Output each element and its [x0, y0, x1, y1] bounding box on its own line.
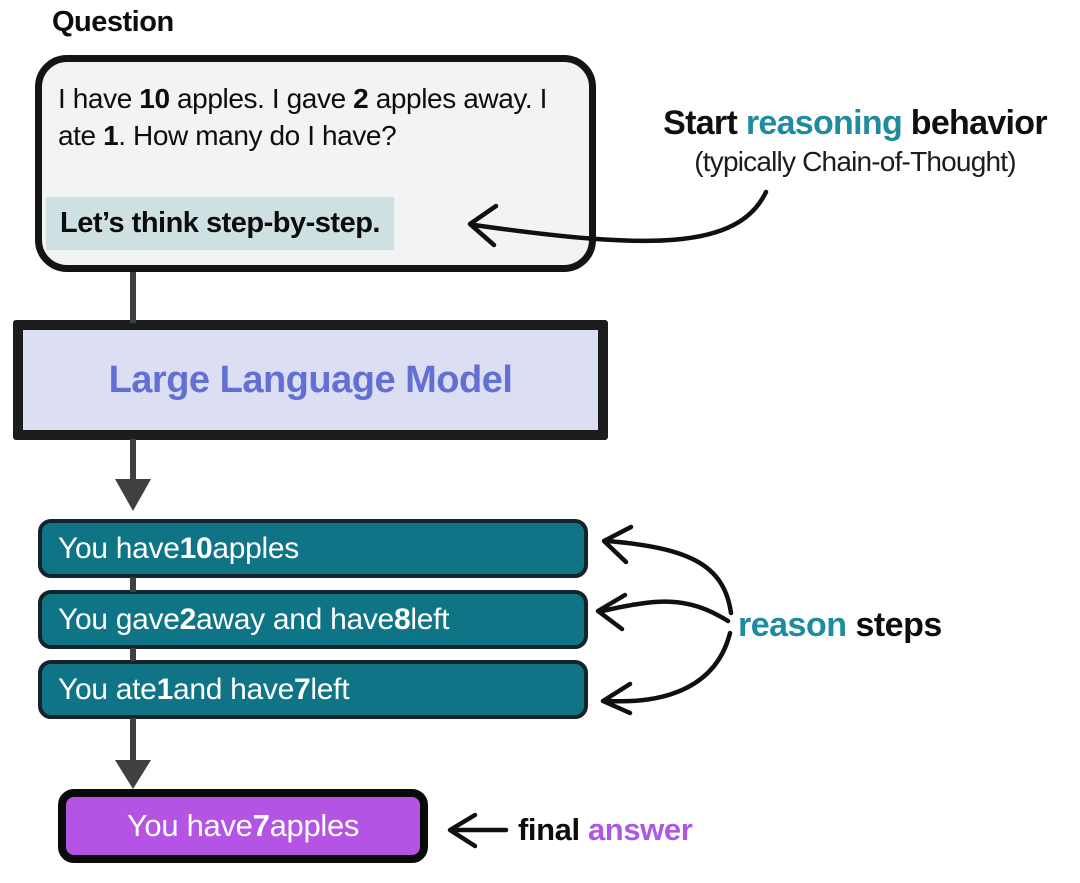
text-segment: left — [410, 602, 450, 636]
reason-step-box-2: You gave 2 away and have 8 left — [38, 590, 588, 649]
emphasized-number: 1 — [156, 672, 174, 706]
final-word: final — [518, 812, 588, 847]
reason-steps-suffix: steps — [846, 606, 942, 644]
question-prompt-text: I have 10 apples. I gave 2 apples away. … — [58, 80, 578, 154]
emphasized-number: 7 — [252, 808, 270, 843]
question-label: Question — [52, 6, 174, 38]
fan-arrowhead-step2 — [595, 592, 628, 632]
text-segment: left — [310, 672, 350, 706]
fan-arrow-to-step1 — [605, 538, 734, 616]
llm-label: Large Language Model — [108, 358, 513, 401]
start-reasoning-title: Start reasoning behavior — [620, 104, 1080, 143]
emphasized-number: 10 — [179, 531, 213, 565]
arrowhead-step3-to-answer — [115, 760, 151, 789]
arrowhead-llm-to-step1 — [115, 479, 151, 511]
text-segment: . How many do I have? — [118, 120, 397, 151]
emphasized-number: 1 — [103, 120, 119, 151]
start-reasoning-annotation: Start reasoning behavior (typically Chai… — [620, 104, 1080, 178]
start-reasoning-prefix: Start — [663, 104, 746, 142]
emphasized-number: 8 — [393, 602, 411, 636]
text-segment: away and have — [196, 602, 394, 636]
text-segment: You have — [58, 531, 180, 565]
final-answer-arrow — [447, 812, 509, 849]
text-segment: I have — [58, 83, 140, 114]
final-answer-label: final answer — [518, 812, 693, 848]
text-segment: apples away. I ate — [58, 83, 548, 151]
text-segment: apples. I gave — [169, 83, 354, 114]
final-answer-box: You have 7 apples — [58, 789, 428, 863]
fan-arrow-to-step3 — [605, 630, 733, 704]
reason-step-box-3: You ate 1 and have 7 left — [38, 660, 588, 719]
emphasized-number: 7 — [294, 672, 311, 706]
text-segment: You gave — [58, 602, 180, 636]
emphasized-number: 2 — [353, 83, 369, 114]
text-segment: apples — [269, 808, 360, 843]
fan-arrow-to-step2 — [599, 599, 731, 624]
fan-arrows-reason-steps — [595, 524, 734, 716]
reason-steps-label: reason steps — [738, 606, 942, 645]
text-segment: and have — [172, 672, 295, 706]
start-reasoning-suffix: behavior — [902, 104, 1048, 142]
answer-accent-word: answer — [587, 812, 693, 847]
reason-step-box-1: You have 10 apples — [38, 519, 588, 578]
reason-accent-word: reason — [738, 606, 847, 644]
final-answer-arrow-head — [447, 812, 478, 849]
reasoning-accent-word: reasoning — [745, 104, 903, 142]
text-segment: You ate — [58, 672, 157, 706]
start-reasoning-subtitle: (typically Chain-of-Thought) — [694, 146, 1016, 177]
fan-arrowhead-step1 — [601, 524, 634, 565]
emphasized-number: 10 — [139, 83, 170, 114]
llm-box: Large Language Model — [13, 320, 608, 440]
fan-arrowhead-step3 — [600, 681, 633, 716]
text-segment: You have — [126, 808, 253, 843]
emphasized-number: 2 — [179, 602, 197, 636]
cot-trigger-highlight: Let’s think step-by-step. — [46, 197, 394, 250]
text-segment: apples — [212, 531, 300, 565]
